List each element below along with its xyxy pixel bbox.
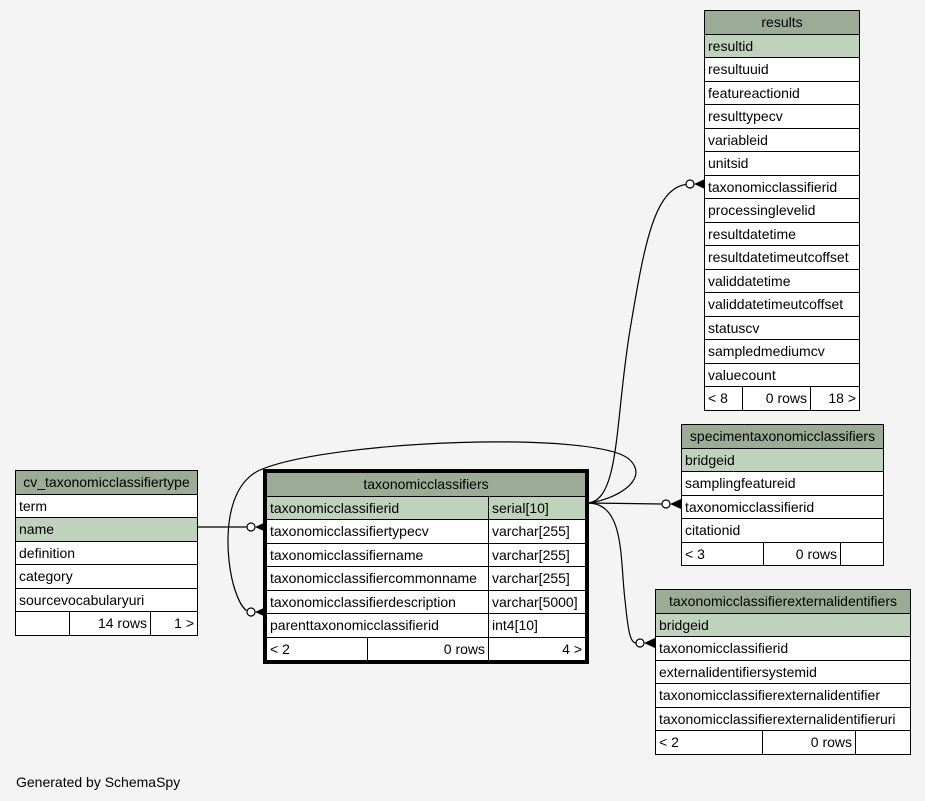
column-name: validdatetime (704, 268, 860, 293)
table-cv-taxonomicclassifiertype[interactable]: cv_taxonomicclassifiertype term name def… (15, 470, 198, 636)
column-name: taxonomicclassifiercommonname (266, 566, 489, 591)
column-name: taxonomicclassifierid (655, 636, 911, 661)
row-count: 0 rows (762, 730, 856, 755)
table-title[interactable]: specimentaxonomicclassifiers (681, 424, 884, 449)
column-type: varchar[255] (488, 542, 586, 567)
column-name: externalidentifiersystemid (655, 659, 911, 684)
column-name: validdatetimeutcoffset (704, 292, 860, 317)
column-type: varchar[255] (488, 566, 586, 591)
edge-end-circle (246, 607, 256, 617)
parents-count-link[interactable]: < 3 (681, 541, 764, 566)
row-count: 0 rows (367, 636, 489, 661)
edge-end-circle (661, 499, 671, 509)
edge-main-to-results (587, 183, 691, 504)
column-name: resulttypecv (704, 104, 860, 129)
column-type: serial[10] (488, 495, 586, 520)
children-count-link[interactable]: 18 > (810, 386, 860, 411)
column-name: taxonomicclassifiername (266, 542, 489, 567)
generated-by-footer: Generated by SchemaSpy (16, 774, 181, 790)
parents-count-link[interactable]: < 2 (655, 730, 763, 755)
column-name: citationid (681, 518, 884, 543)
column-name: sampledmediumcv (704, 339, 860, 364)
edge-main-to-external (587, 502, 637, 644)
row-count: 0 rows (763, 541, 841, 566)
edge-end-circle (685, 179, 695, 189)
column-name: sourcevocabularyuri (15, 587, 198, 612)
table-taxonomicclassifiers-frame: taxonomicclassifiers taxonomicclassifier… (263, 469, 589, 664)
edge-end-circle (635, 638, 645, 648)
table-title[interactable]: taxonomicclassifierexternalidentifiers (655, 589, 911, 614)
column-name: term (15, 493, 198, 518)
row-count: 0 rows (741, 386, 812, 411)
children-count-link[interactable] (855, 730, 911, 755)
edge-arrow (644, 638, 655, 648)
column-name: definition (15, 540, 198, 565)
column-name: parenttaxonomicclassifierid (266, 613, 489, 638)
column-name: variableid (704, 127, 860, 152)
table-title[interactable]: cv_taxonomicclassifiertype (15, 470, 198, 495)
table-title[interactable]: results (704, 10, 860, 35)
children-count-link[interactable]: 1 > (150, 611, 198, 636)
table-taxonomicclassifierexternalidentifiers[interactable]: taxonomicclassifierexternalidentifiers b… (655, 589, 911, 755)
edge-main-to-specimen (587, 502, 663, 505)
column-name: unitsid (704, 151, 860, 176)
column-type: varchar[255] (488, 519, 586, 544)
column-name: taxonomicclassifierid (704, 174, 860, 199)
column-name: samplingfeatureid (681, 471, 884, 496)
column-name: taxonomicclassifiertypecv (266, 519, 489, 544)
children-count-link[interactable] (840, 541, 884, 566)
column-type: int4[10] (488, 613, 586, 638)
column-name: taxonomicclassifierdescription (266, 589, 489, 614)
table-title[interactable]: taxonomicclassifiers (266, 472, 586, 497)
column-name: featureactionid (704, 80, 860, 105)
column-name: resultdatetimeutcoffset (704, 245, 860, 270)
column-name: taxonomicclassifierexternalidentifieruri (655, 706, 911, 731)
column-name: valuecount (704, 362, 860, 387)
table-specimentaxonomicclassifiers[interactable]: specimentaxonomicclassifiers bridgeid sa… (681, 424, 884, 566)
column-name: taxonomicclassifierexternalidentifier (655, 683, 911, 708)
column-name: resultid (704, 33, 860, 58)
parents-count-link[interactable]: < 8 (704, 386, 743, 411)
column-name: taxonomicclassifierid (681, 494, 884, 519)
column-name: bridgeid (655, 612, 911, 637)
table-taxonomicclassifiers[interactable]: taxonomicclassifiers taxonomicclassifier… (266, 472, 586, 661)
column-name: bridgeid (681, 447, 884, 472)
column-name: name (15, 517, 198, 542)
parents-count-link[interactable] (15, 611, 70, 636)
column-type: varchar[5000] (488, 589, 586, 614)
column-name: processinglevelid (704, 198, 860, 223)
column-name: resultuuid (704, 57, 860, 82)
column-name: taxonomicclassifierid (266, 495, 489, 520)
edge-end-circle (246, 522, 256, 532)
column-name: statuscv (704, 315, 860, 340)
column-name: category (15, 564, 198, 589)
row-count: 14 rows (69, 611, 151, 636)
table-results[interactable]: results resultid resultuuid featureactio… (704, 10, 860, 411)
parents-count-link[interactable]: < 2 (266, 636, 368, 661)
edge-arrow (670, 499, 681, 509)
children-count-link[interactable]: 4 > (488, 636, 586, 661)
column-name: resultdatetime (704, 221, 860, 246)
